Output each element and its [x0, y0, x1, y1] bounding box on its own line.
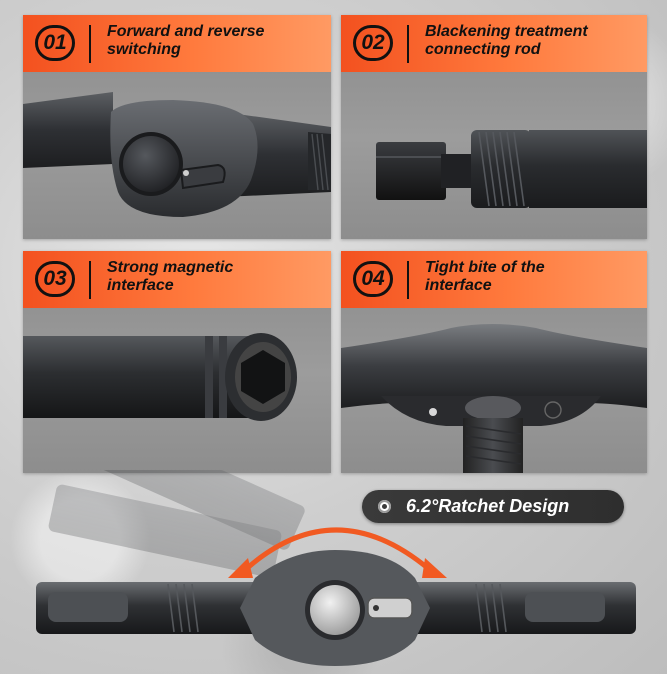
feature-panel-03: 03 Strong magnetic interface: [23, 251, 331, 473]
header-divider: [89, 261, 91, 299]
reversing-switch-illustration: [23, 92, 331, 217]
header-divider: [407, 25, 409, 63]
feature-title-01-line1: Forward and reverse: [107, 23, 265, 40]
feature-number-04: 04: [353, 261, 393, 297]
feature-title-02-line1: Blackening treatment: [425, 23, 588, 40]
feature-header-02: 02 Blackening treatment connecting rod: [341, 15, 647, 72]
feature-title-04-line2: interface: [425, 277, 492, 294]
feature-panel-04: 04 Tight bite of the interface: [341, 251, 647, 473]
feature-title-02: Blackening treatment connecting rod: [425, 23, 641, 59]
feature-panel-02: 02 Blackening treatment connecting rod: [341, 15, 647, 239]
feature-header-04: 04 Tight bite of the interface: [341, 251, 647, 308]
feature-number-01: 01: [35, 25, 75, 61]
rotation-arrow-icon: [228, 527, 447, 578]
feature-title-01: Forward and reverse switching: [107, 23, 325, 59]
feature-header-01: 01 Forward and reverse switching: [23, 15, 331, 72]
connecting-rod-illustration: [376, 130, 647, 208]
feature-number-03: 03: [35, 261, 75, 297]
ratchet-design-badge: 6.2°Ratchet Design: [362, 490, 624, 523]
feature-title-01-line2: switching: [107, 41, 181, 58]
dot-bullet-icon: [378, 500, 391, 513]
ratchet-wrench-illustration: [36, 470, 636, 666]
feature-title-03-line2: interface: [107, 277, 174, 294]
ratchet-design-label: 6.2°Ratchet Design: [406, 496, 570, 516]
feature-header-03: 03 Strong magnetic interface: [23, 251, 331, 308]
feature-number-02: 02: [353, 25, 393, 61]
header-divider: [89, 25, 91, 63]
header-divider: [407, 261, 409, 299]
magnetic-interface-illustration: [23, 333, 297, 421]
feature-title-03: Strong magnetic interface: [107, 259, 325, 295]
feature-title-03-line1: Strong magnetic: [107, 259, 234, 276]
feature-title-02-line2: connecting rod: [425, 41, 541, 58]
tight-bite-illustration: [341, 324, 647, 473]
feature-title-04-line1: Tight bite of the: [425, 259, 545, 276]
feature-title-04: Tight bite of the interface: [425, 259, 641, 295]
feature-panel-01: 01 Forward and reverse switching: [23, 15, 331, 239]
